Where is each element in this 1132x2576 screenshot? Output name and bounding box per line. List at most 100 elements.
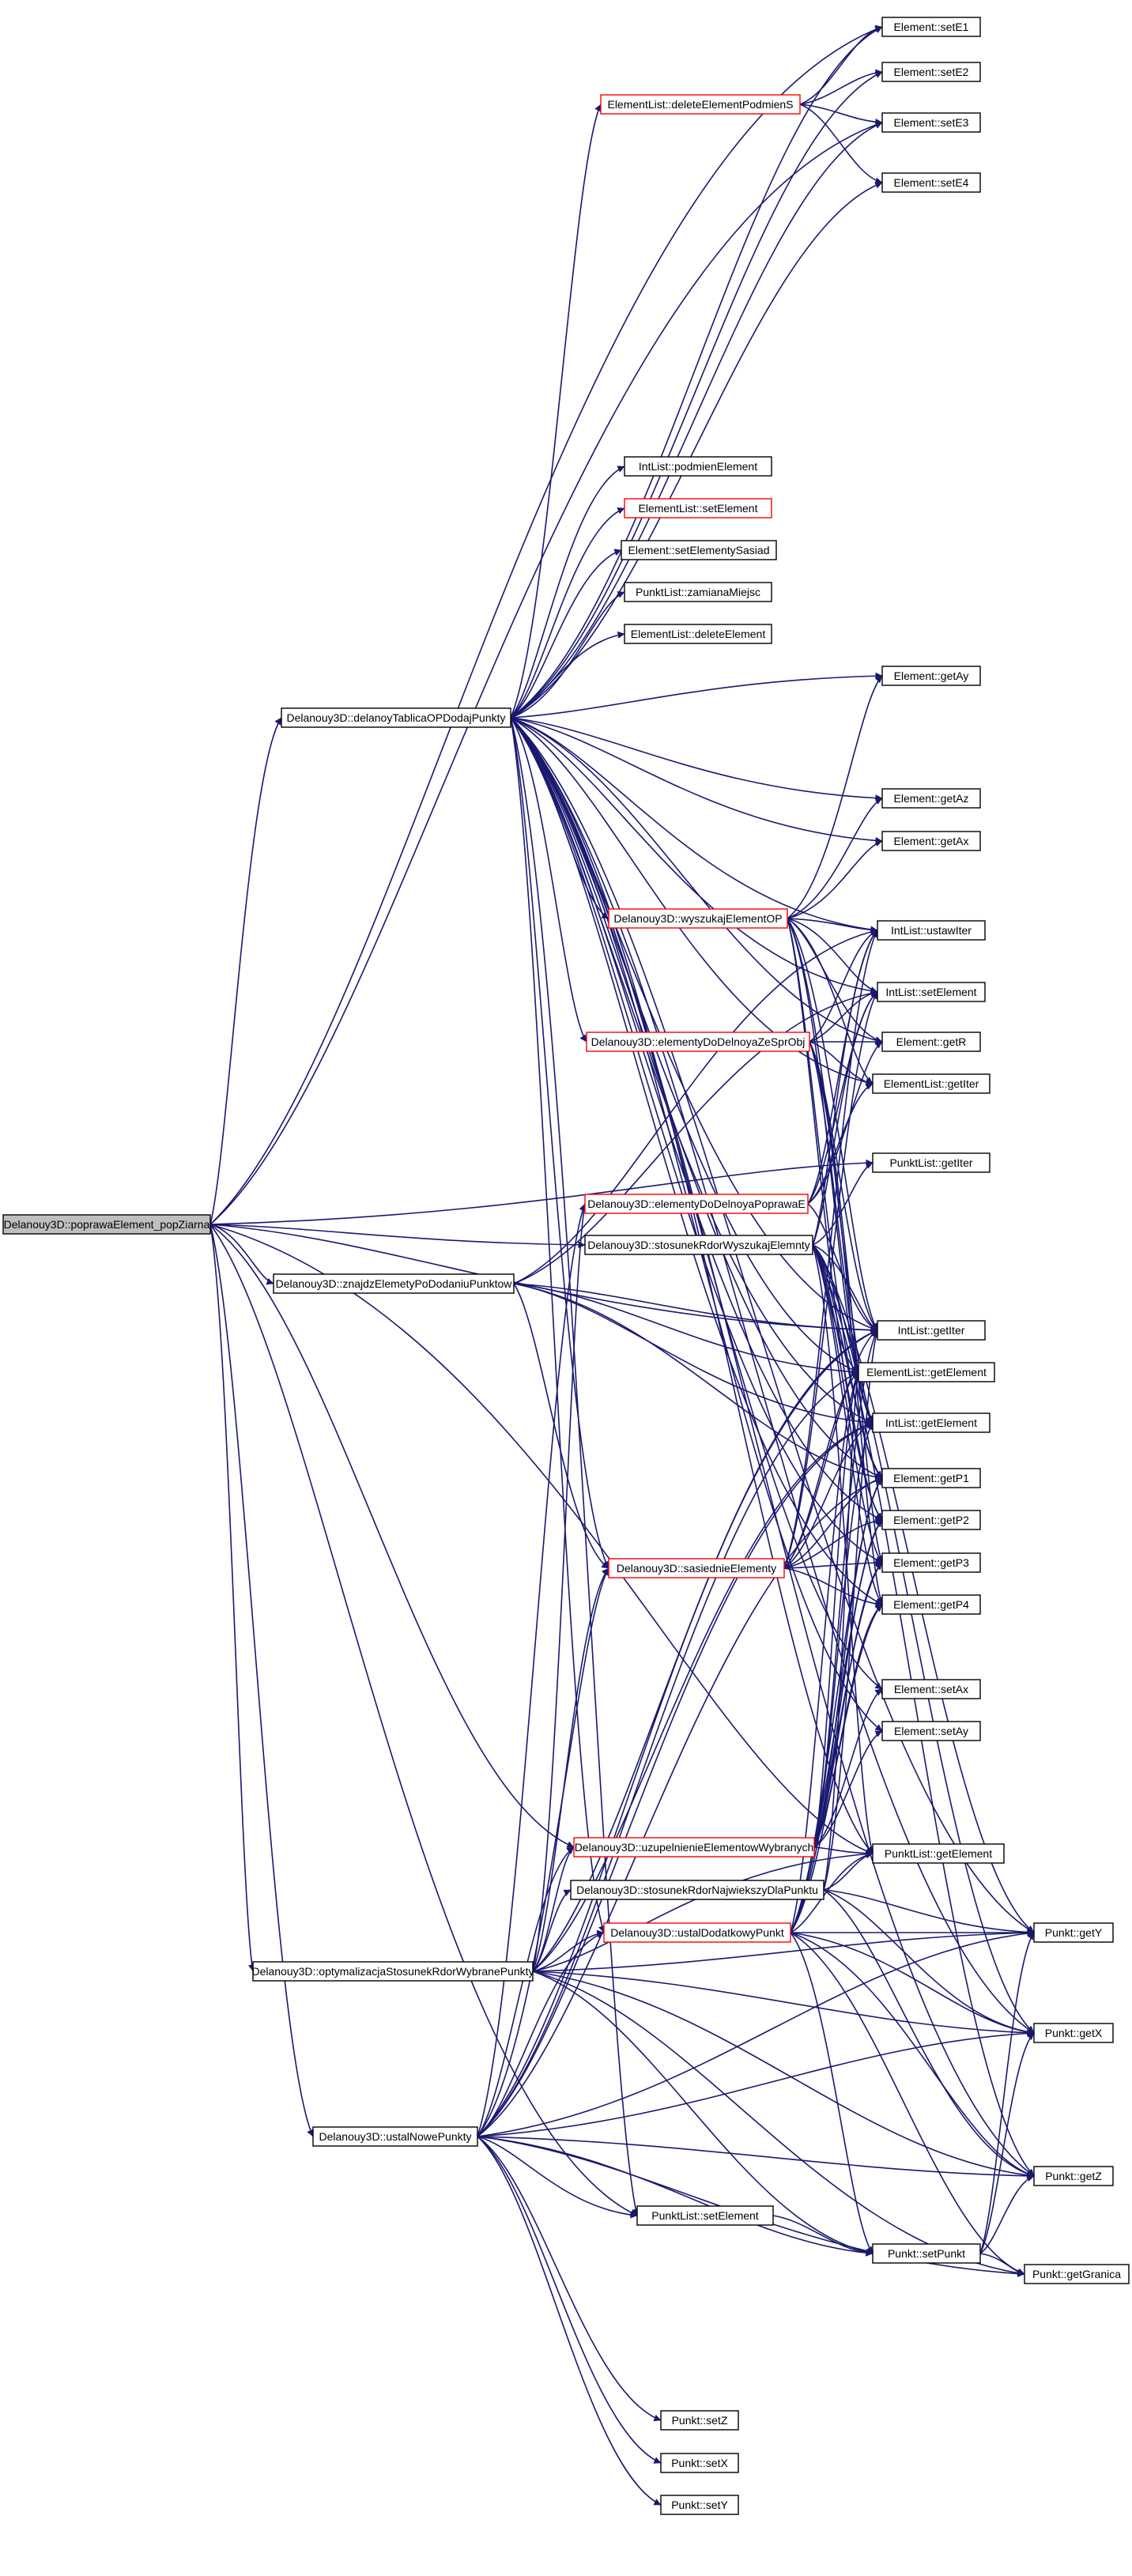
call-edge-opt-ilge [532, 1421, 874, 1972]
node-label-setX: Punkt::setX [671, 2457, 728, 2469]
node-ilgi[interactable]: IntList::getIter [877, 1320, 986, 1341]
node-elge[interactable]: ElementList::getElement [858, 1362, 995, 1382]
node-label-setE4: Element::setE4 [894, 176, 969, 189]
call-edge-root-plgi [209, 1159, 874, 1225]
node-box-setX [660, 2453, 739, 2473]
node-srn[interactable]: Delanouy3D::stosunekRdorNajwiekszyDlaPun… [570, 1880, 824, 1900]
node-label-getY: Punkt::getY [1045, 1926, 1103, 1939]
node-ilse[interactable]: IntList::setElement [877, 982, 986, 1002]
node-else[interactable]: ElementList::setElement [624, 498, 772, 519]
node-ilpe[interactable]: IntList::podmienElement [624, 456, 772, 477]
node-ses[interactable]: Element::setElementySasiad [621, 540, 777, 560]
call-edge-opt-sas [532, 1567, 609, 1972]
node-opt[interactable]: Delanouy3D::optymalizacjaStosunekRdorWyb… [251, 1961, 534, 1982]
node-label-getAy: Element::getAy [894, 669, 969, 682]
node-getP4[interactable]: Element::getP4 [881, 1594, 981, 1615]
node-setE1[interactable]: Element::setE1 [881, 17, 981, 37]
node-label-setY: Punkt::setY [671, 2499, 728, 2511]
node-ilge[interactable]: IntList::getElement [872, 1412, 990, 1433]
call-edge-unp-getX [477, 2029, 1035, 2137]
node-udp[interactable]: Delanouy3D::ustalDodatkowyPunkt [603, 1922, 791, 1943]
node-plge[interactable]: PunktList::getElement [872, 1843, 1005, 1864]
call-edge-root-uzu [209, 1224, 575, 1848]
node-getY[interactable]: Punkt::getY [1033, 1922, 1114, 1943]
node-box-elge [858, 1362, 995, 1382]
call-edge-uzu-setAx [813, 1688, 883, 1848]
node-wys[interactable]: Delanouy3D::wyszukajElementOP [608, 908, 788, 929]
call-edge-wys-getAz [787, 798, 883, 919]
node-label-srw: Delanouy3D::stosunekRdorWyszukajElemnty [587, 1239, 810, 1251]
node-getR[interactable]: Element::getR [881, 1032, 981, 1052]
node-box-sas [608, 1558, 785, 1578]
node-setE4[interactable]: Element::setE4 [881, 172, 981, 193]
node-znaj[interactable]: Delanouy3D::znajdzElemetyPoDodaniuPunkto… [273, 1273, 515, 1294]
call-edge-edp-ilse [807, 991, 878, 1205]
node-edd[interactable]: Delanouy3D::elementyDoDelnoyaZeSprObj [586, 1032, 810, 1052]
node-label-setPunkt: Punkt::setPunkt [888, 2247, 965, 2260]
node-dep[interactable]: ElementList::deleteElementPodmienS [600, 94, 801, 115]
node-setAy[interactable]: Element::setAy [881, 1721, 981, 1741]
call-edge-wys-ilui [787, 918, 878, 934]
node-elde[interactable]: ElementList::deleteElement [624, 624, 772, 644]
call-edge-root-dtop [209, 717, 282, 1225]
node-getP2[interactable]: Element::getP2 [881, 1510, 981, 1530]
node-box-getAz [881, 788, 981, 809]
node-setE2[interactable]: Element::setE2 [881, 62, 981, 82]
node-box-uzu [573, 1837, 815, 1858]
node-box-ilui [877, 920, 986, 941]
call-edge-unp-setPunkt [477, 2136, 874, 2257]
node-srw[interactable]: Delanouy3D::stosunekRdorWyszukajElemnty [584, 1235, 813, 1255]
node-getZ[interactable]: Punkt::getZ [1033, 2166, 1114, 2186]
node-getX[interactable]: Punkt::getX [1033, 2023, 1114, 2043]
node-pzm[interactable]: PunktList::zamianaMiejsc [624, 582, 772, 602]
node-dtop[interactable]: Delanouy3D::delanoyTablicaOPDodajPunkty [281, 707, 511, 728]
node-plgi[interactable]: PunktList::getIter [872, 1152, 990, 1173]
node-box-ilse [877, 982, 986, 1002]
node-uzu[interactable]: Delanouy3D::uzupelnienieElementowWybrany… [573, 1837, 815, 1858]
call-edge-znaj-ilse [513, 990, 878, 1284]
node-box-else [624, 498, 772, 519]
node-getGr[interactable]: Punkt::getGranica [1024, 2264, 1130, 2284]
node-getP3[interactable]: Element::getP3 [881, 1552, 981, 1573]
node-label-ilgi: IntList::getIter [898, 1324, 965, 1337]
function-nodes: Delanouy3D::poprawaElement_popZiarnaDela… [2, 17, 1130, 2515]
node-setY[interactable]: Punkt::setY [660, 2495, 739, 2515]
node-label-getP4: Element::getP4 [893, 1598, 969, 1611]
call-edge-udp-getZ [790, 1932, 1035, 2178]
node-box-ses [621, 540, 777, 560]
node-setPunkt[interactable]: Punkt::setPunkt [872, 2243, 981, 2264]
call-edge-unp-sas [477, 1567, 609, 2137]
node-elgi[interactable]: ElementList::getIter [872, 1073, 990, 1094]
node-setZ[interactable]: Punkt::setZ [660, 2410, 739, 2431]
node-edp[interactable]: Delanouy3D::elementyDoDelnoyaPoprawaE [584, 1194, 809, 1214]
node-ilui[interactable]: IntList::ustawIter [877, 920, 986, 941]
node-getP1[interactable]: Element::getP1 [881, 1468, 981, 1488]
node-setAx[interactable]: Element::setAx [881, 1679, 981, 1699]
node-box-plgi [872, 1152, 990, 1173]
node-sas[interactable]: Delanouy3D::sasiednieElementy [608, 1558, 785, 1578]
node-getAy[interactable]: Element::getAy [881, 666, 981, 686]
node-setE3[interactable]: Element::setE3 [881, 112, 981, 133]
call-edge-uzu-getP2 [813, 1519, 883, 1848]
node-label-ilge: IntList::getElement [885, 1416, 977, 1429]
node-getAz[interactable]: Element::getAz [881, 788, 981, 809]
node-getAx[interactable]: Element::getAx [881, 831, 981, 851]
call-edge-srw-getP4 [812, 1244, 883, 1605]
node-box-setAx [881, 1679, 981, 1699]
node-plse[interactable]: PunktList::setElement [636, 2205, 774, 2226]
call-edge-edp-getR [807, 1041, 883, 1205]
node-label-ses: Element::setElementySasiad [628, 544, 770, 556]
call-edge-dtop-udp [510, 717, 606, 1933]
call-edge-dep-setE2 [799, 69, 883, 105]
call-edge-znaj-ilui [513, 928, 878, 1284]
call-edge-uzu-elge [813, 1371, 860, 1848]
node-box-plse [636, 2205, 774, 2226]
node-setX[interactable]: Punkt::setX [660, 2453, 739, 2473]
node-label-getP2: Element::getP2 [893, 1514, 969, 1526]
call-edge-wys-getAx [787, 839, 883, 919]
node-root[interactable]: Delanouy3D::poprawaElement_popZiarna [2, 1214, 211, 1235]
call-edge-dtop-ilui [510, 717, 878, 933]
node-box-root [2, 1214, 211, 1235]
node-box-srw [584, 1235, 813, 1255]
node-unp[interactable]: Delanouy3D::ustalNowePunkty [312, 2126, 478, 2147]
